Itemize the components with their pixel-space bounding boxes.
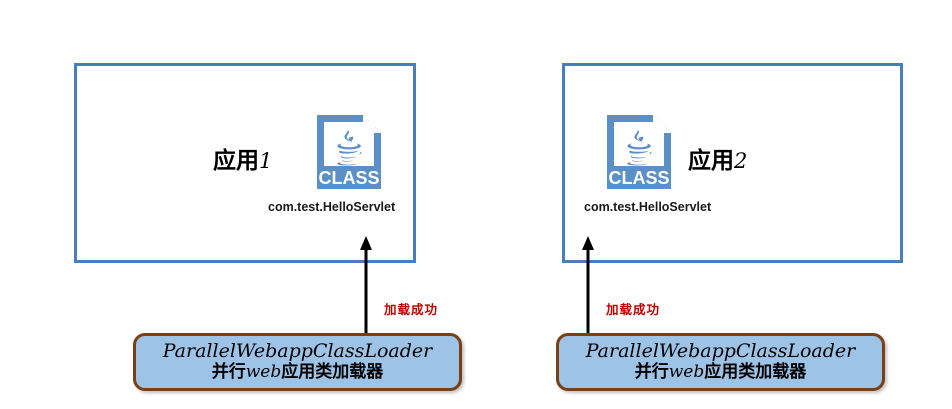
classloader-desc-1: 并行web应用类加载器 xyxy=(212,362,384,383)
java-class-file-icon: CLASS xyxy=(315,113,383,191)
load-arrow-1 xyxy=(358,236,374,336)
load-arrow-label-1: 加载成功 xyxy=(384,303,439,317)
classloader-box-2: ParallelWebappClassLoader 并行web应用类加载器 xyxy=(556,333,885,391)
load-arrow-label-2: 加载成功 xyxy=(606,303,661,317)
java-class-file-icon: CLASS xyxy=(605,113,673,191)
load-arrow-2 xyxy=(580,236,596,336)
classloader-name-2: ParallelWebappClassLoader xyxy=(585,339,856,362)
classloader-desc-2: 并行web应用类加载器 xyxy=(635,362,807,383)
classloader-desc-2-suffix: 应用类加载器 xyxy=(704,361,807,381)
classloader-name-1: ParallelWebappClassLoader xyxy=(162,339,433,362)
application-title-2-seq: 2 xyxy=(734,149,748,173)
application-title-2-text: 应用 xyxy=(688,147,734,173)
classloader-desc-1-suffix: 应用类加载器 xyxy=(281,361,384,381)
application-title-1-seq: 1 xyxy=(259,149,273,173)
classloader-desc-1-prefix: 并行 xyxy=(211,361,246,381)
class-name-caption-1: com.test.HelloServlet xyxy=(268,200,396,214)
application-title-1: 应用1 xyxy=(213,141,272,175)
application-title-2: 应用2 xyxy=(688,141,747,175)
classloader-box-1: ParallelWebappClassLoader 并行web应用类加载器 xyxy=(133,333,462,391)
application-panel-2 xyxy=(562,63,903,263)
classloader-desc-1-latin: web xyxy=(245,361,282,382)
class-name-caption-2: com.test.HelloServlet xyxy=(584,200,712,214)
classloader-desc-2-prefix: 并行 xyxy=(634,361,669,381)
classloader-desc-2-latin: web xyxy=(668,361,705,382)
application-title-1-text: 应用 xyxy=(213,147,259,173)
class-icon-label-1: CLASS xyxy=(318,168,379,188)
class-icon-label-2: CLASS xyxy=(608,168,669,188)
